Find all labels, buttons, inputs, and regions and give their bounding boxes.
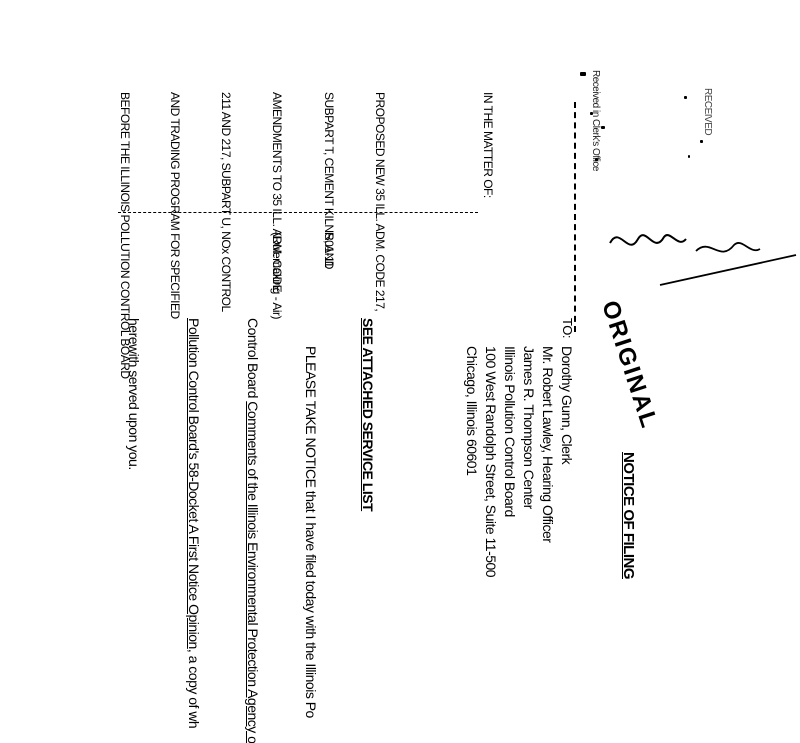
scan-mark bbox=[595, 158, 598, 161]
recipient-line-1: Dorothy Gunn, Clerk bbox=[559, 346, 575, 465]
caption-line-1: PROPOSED NEW 35 ILL. ADM. CODE 217, bbox=[373, 92, 387, 312]
handwritten-signature-icon bbox=[609, 234, 797, 286]
scan-mark bbox=[684, 96, 687, 99]
scan-mark bbox=[601, 126, 605, 129]
recipient-line-5: 100 West Randolph Street, Suite 11-500 bbox=[483, 346, 499, 578]
body-line-2: Control Board Comments of the Illinois E… bbox=[245, 318, 261, 743]
caption-line-5: AND TRADING PROGRAM FOR SPECIFIED bbox=[168, 92, 182, 319]
docket-dash-line bbox=[574, 102, 576, 332]
body-line-3-text: , a copy of wh bbox=[186, 648, 202, 729]
body-line-3-underlined: Pollution Control Board's 58-Docket A Fi… bbox=[186, 318, 202, 649]
body-line-1: PLEASE TAKE NOTICE that I have filed tod… bbox=[303, 346, 319, 718]
to-label: TO: bbox=[560, 318, 575, 338]
docket-subtitle: (Rulemaking - Air) bbox=[270, 232, 284, 320]
service-list-heading: SEE ATTACHED SERVICE LIST bbox=[360, 318, 376, 512]
scan-mark bbox=[580, 72, 586, 76]
body-line-2-text: Control Board bbox=[245, 318, 261, 402]
received-stamp: RECEIVED bbox=[702, 88, 713, 136]
scan-mark bbox=[688, 155, 690, 158]
caption-heading: IN THE MATTER OF: bbox=[481, 92, 495, 198]
recipient-line-6: Chicago, Illinois 60601 bbox=[464, 346, 480, 476]
clerk-margin-text: Received in Clerk's Office bbox=[590, 70, 601, 171]
original-stamp: ORIGINAL bbox=[596, 297, 664, 433]
caption-line-6: BEFORE THE ILLINOIS POLLUTION CONTROL BO… bbox=[118, 92, 132, 379]
recipient-line-3: James R. Thompson Center bbox=[521, 346, 537, 509]
body-line-2-underlined: Comments of the Illinois Environmental P… bbox=[245, 401, 261, 743]
caption-divider bbox=[118, 212, 478, 213]
scan-mark bbox=[700, 140, 703, 143]
scan-mark bbox=[590, 112, 593, 115]
notice-title: NOTICE OF FILING bbox=[620, 452, 637, 579]
body-line-3: Pollution Control Board's 58-Docket A Fi… bbox=[186, 318, 202, 729]
docket-number: R01-11 bbox=[322, 232, 336, 268]
recipient-line-4: Illinois Pollution Control Board bbox=[502, 346, 518, 517]
caption-line-4: 211 AND 217, SUBPART U, NOx CONTROL bbox=[219, 92, 233, 312]
recipient-line-2: Mr. Robert Lawley, Hearing Officer bbox=[540, 346, 556, 543]
